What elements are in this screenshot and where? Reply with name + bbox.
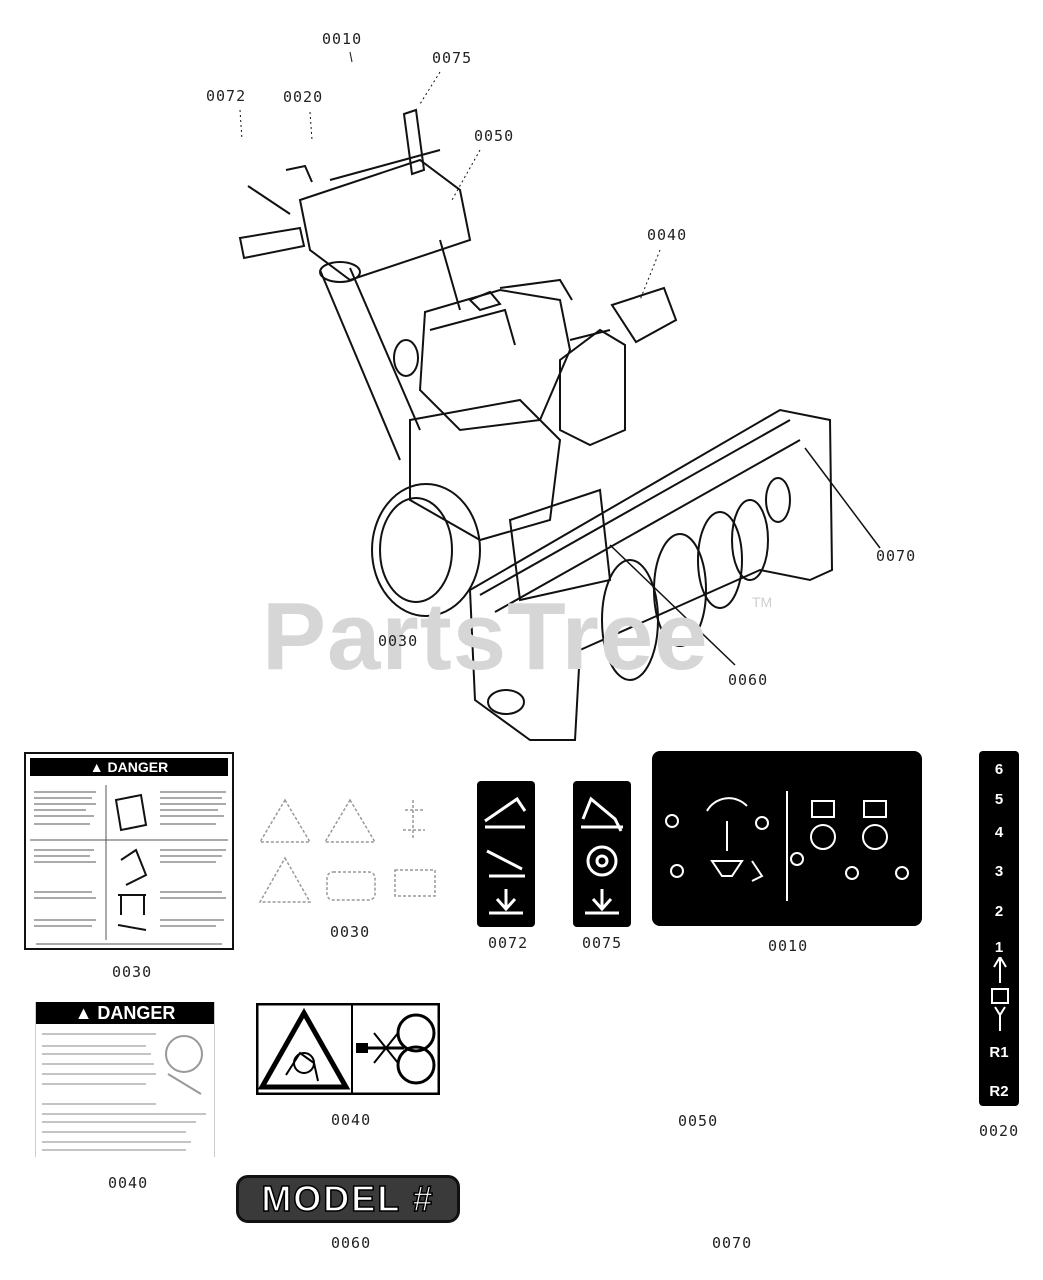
- part-label-rotate-decal: 0040: [331, 1111, 372, 1129]
- part-label-decal-0075: 0075: [582, 934, 623, 952]
- gear-position-6: 6: [994, 761, 1004, 778]
- part-label-shift-decal: 0010: [768, 937, 809, 955]
- shift-decal-0010: [652, 751, 922, 926]
- part-label-model-decal: 0060: [331, 1234, 372, 1252]
- model-decal-0060: MODEL #: [236, 1175, 460, 1223]
- danger-decal-body: [30, 785, 228, 945]
- warning-triangle-icon: ▲: [89, 759, 108, 775]
- gear-position-1: 1: [994, 939, 1004, 956]
- part-label-symbol-decals: 0030: [330, 923, 371, 941]
- gear-position-2: 2: [994, 903, 1004, 920]
- danger-decal-header: ▲ DANGER: [30, 758, 228, 776]
- callout-0075: 0075: [432, 49, 473, 67]
- part-label-decal-0070: 0070: [712, 1234, 753, 1252]
- rotate-decal-0040: [256, 1003, 440, 1095]
- gear-position-r2: R2: [989, 1083, 1009, 1100]
- model-decal-text: MODEL #: [261, 1177, 435, 1220]
- callout-0050: 0050: [474, 127, 515, 145]
- shift-arrow-icon: [991, 957, 1009, 1031]
- gear-decal-0020: 6 5 4 3 2 1 R1 R2: [979, 751, 1019, 1106]
- callout-0040: 0040: [647, 226, 688, 244]
- part-label-danger-decal-2: 0040: [108, 1174, 149, 1192]
- callout-0060: 0060: [728, 671, 769, 689]
- gear-position-r1: R1: [989, 1044, 1009, 1061]
- callout-0010: 0010: [322, 30, 363, 48]
- part-label-gear-decal: 0020: [979, 1122, 1020, 1140]
- part-label-decal-0050: 0050: [678, 1112, 719, 1130]
- part-label-danger-decal: 0030: [112, 963, 153, 981]
- decal-0075: [573, 781, 631, 927]
- callout-0030: 0030: [378, 632, 419, 650]
- callout-0020: 0020: [283, 88, 324, 106]
- callout-0070: 0070: [876, 547, 917, 565]
- watermark: PartsTree: [262, 583, 709, 690]
- danger-decal-2-header: ▲ DANGER: [36, 1002, 214, 1024]
- warning-triangle-icon: ▲: [74, 1003, 98, 1023]
- part-label-decal-0072: 0072: [488, 934, 529, 952]
- gear-position-3: 3: [994, 863, 1004, 880]
- gear-position-5: 5: [994, 791, 1004, 808]
- danger-decal-2-body: [42, 1033, 206, 1151]
- symbol-decals-0030: [258, 798, 436, 903]
- callout-0072: 0072: [206, 87, 247, 105]
- danger-decal-0030: ▲ DANGER: [24, 752, 234, 950]
- danger-decal-0040: ▲ DANGER: [35, 1002, 215, 1157]
- gear-position-4: 4: [994, 824, 1004, 841]
- snow-thrower-illustration: [238, 51, 881, 741]
- decal-0072: [477, 781, 535, 927]
- watermark-trademark: TM: [752, 594, 773, 610]
